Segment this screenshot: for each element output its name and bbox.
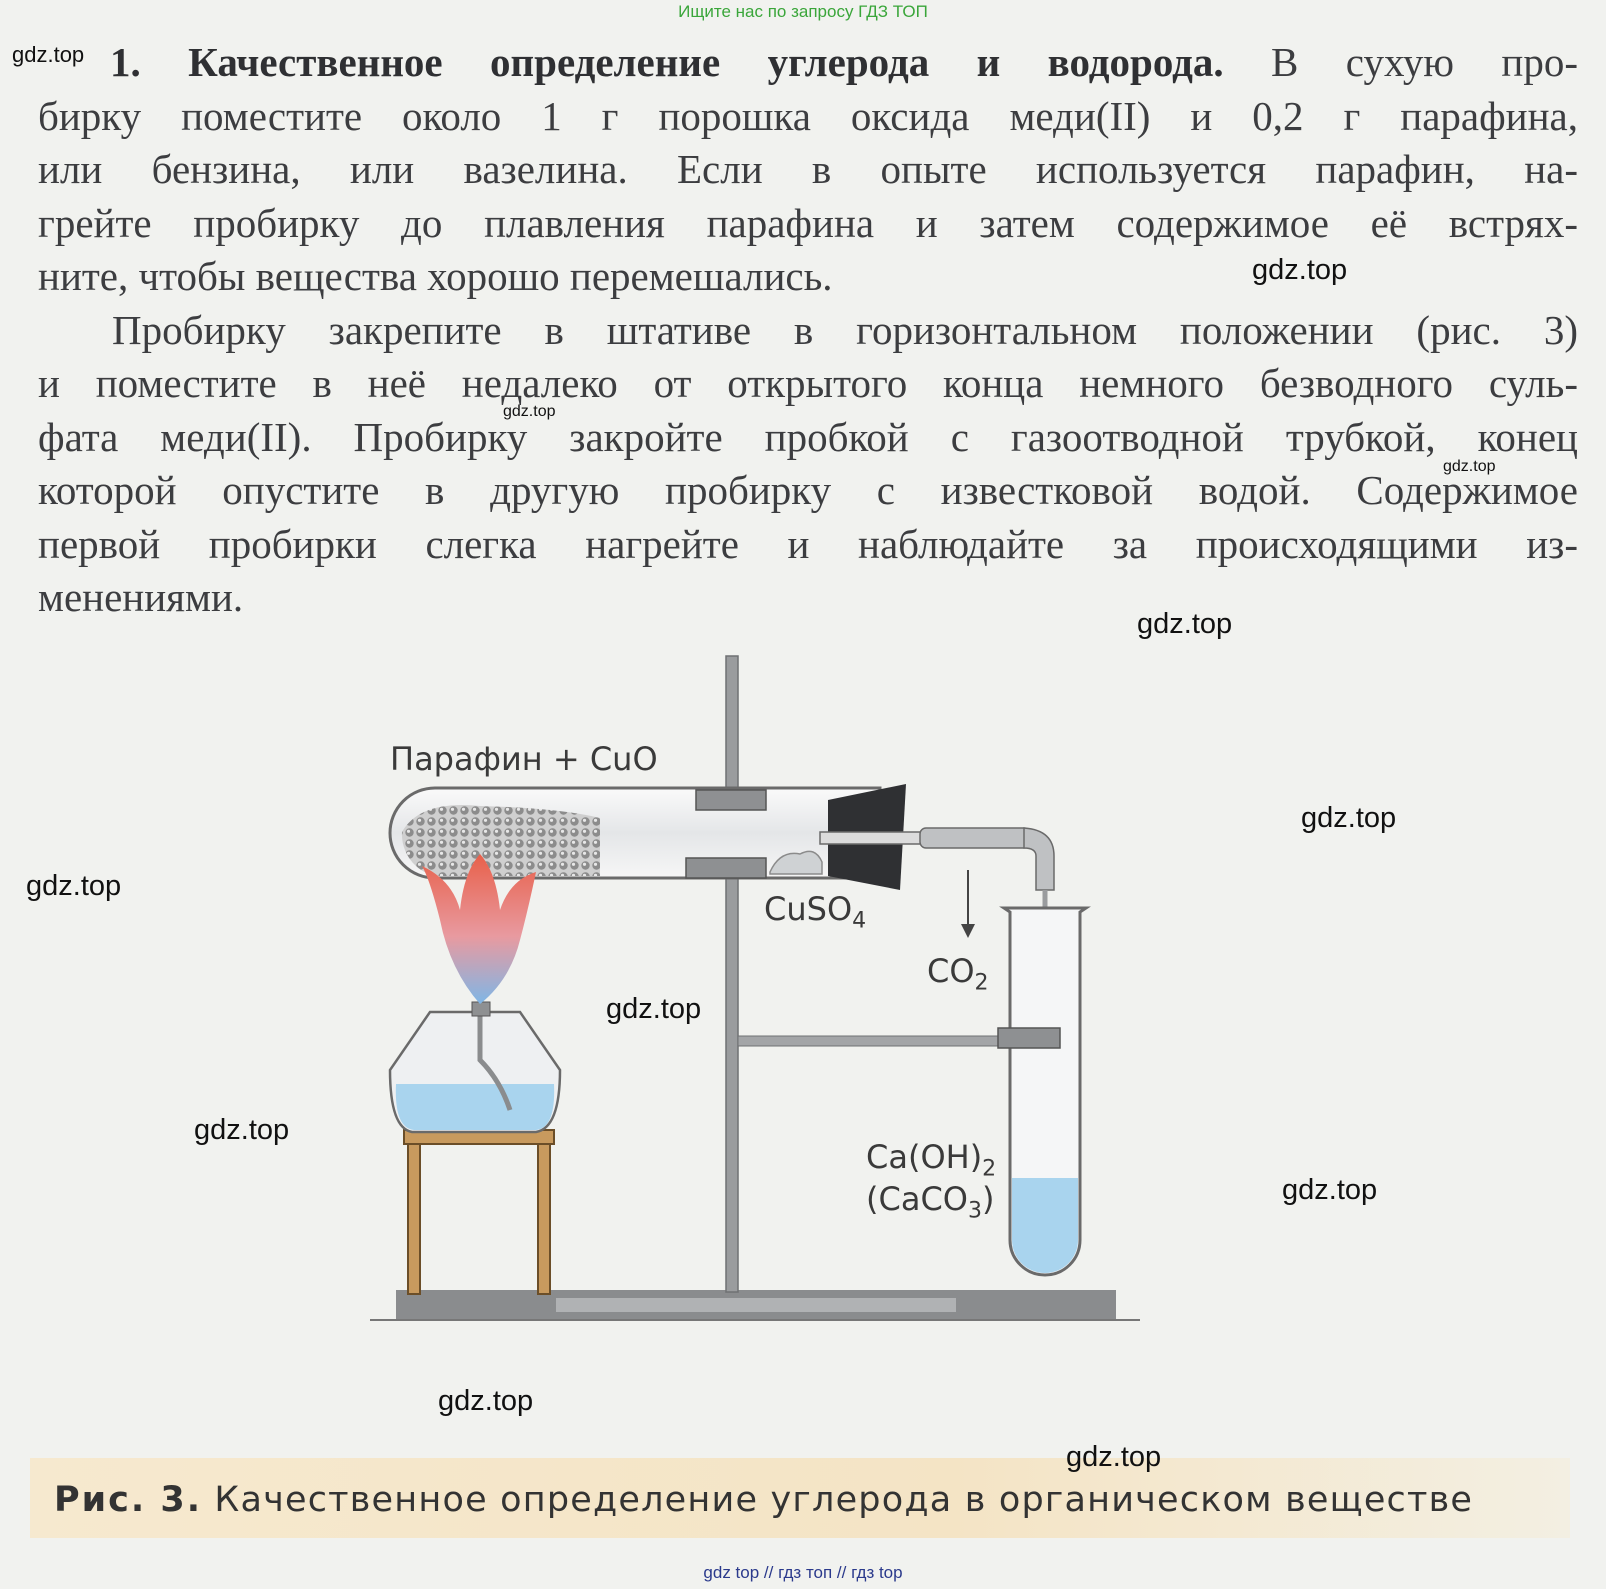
paragraph-2-line-6: менениями. [38,574,244,620]
stool-leg-left [407,1143,421,1295]
stand-arm [737,1035,1039,1047]
watermark: gdz.top [194,1114,290,1146]
label-caco3: (CaCO3) [866,1180,995,1224]
paragraph-1-line-4: грейте пробирку до плавления парафина и … [38,199,1578,246]
paragraph-1-line-1: 1. Качественное определение углерода и в… [110,39,1579,85]
footer-links[interactable]: gdz top // гдз топ // гдз top [703,1563,903,1582]
figure-caption: Рис. 3. Качественное определение углерод… [54,1480,1474,1520]
lamp-fuel [395,1084,555,1130]
tube-clamp-lower [685,857,767,879]
flame [422,854,536,1004]
watermark: gdz.top [1443,458,1496,475]
paragraph-1-line-3: или бензина, или вазелина. Если в опыте … [38,146,1578,192]
stool-leg-right [537,1143,551,1295]
exercise-heading: 1. Качественное определение углерода и в… [110,39,1224,85]
paraffin-cuo-powder [401,805,600,876]
watermark: gdz.top [503,403,556,420]
rubber-hose-bend [1023,827,1055,891]
paragraph-2-line-1: Пробирку закрепите в штативе в горизонта… [112,306,1578,353]
apparatus-figure: Парафин + CuO CuSO4 CO2 Ca(OH)2 (CaCO3) [360,640,1180,1365]
watermark: gdz.top [26,870,122,902]
watermark: gdz.top [12,42,85,67]
label-co2: CO2 [927,952,989,996]
cuso4-sample [769,850,823,875]
label-paraffin-cuo: Парафин + CuO [390,740,658,778]
watermark: gdz.top [1252,254,1348,286]
paragraph-2-line-2: и поместите в неё недалеко от открытого … [38,360,1578,406]
stand-rod [725,655,739,1293]
test-tube-clamp [997,1027,1061,1049]
limewater-liquid [1012,1178,1078,1273]
lamp-wick [477,1012,513,1111]
rubber-hose [919,827,1031,849]
textbook-text: 1. Качественное определение углерода и в… [38,36,1578,625]
watermark: gdz.top [1301,802,1397,834]
paragraph-2-line-4: которой опустите в другую пробирку с изв… [38,467,1578,513]
co2-arrow-head [961,924,975,938]
watermark: gdz.top [1137,608,1233,640]
caption-background [30,1458,1570,1538]
paragraph-1-line-5: ните, чтобы вещества хорошо перемешались… [38,253,833,299]
watermark: gdz.top [438,1385,534,1417]
paragraph-2-line-3: фата меди(II). Пробирку закройте пробкой… [38,413,1578,460]
stand-base-inset [556,1298,956,1312]
label-cuso4: CuSO4 [764,890,867,934]
watermark: gdz.top [1066,1441,1162,1473]
watermark: gdz.top [606,993,702,1025]
paragraph-1-line-2: бирку поместите около 1 г порошка оксида… [38,92,1578,139]
watermark: gdz.top [1282,1174,1378,1206]
apparatus-drawing [370,655,1140,1321]
top-banner[interactable]: Ищите нас по запросу ГДЗ ТОП [678,2,928,21]
tube-clamp-upper [695,789,767,811]
paragraph-2-line-5: первой пробирки слегка нагрейте и наблюд… [38,520,1578,567]
wick-holder [471,1001,491,1017]
label-caoh2: Ca(OH)2 [866,1138,997,1182]
